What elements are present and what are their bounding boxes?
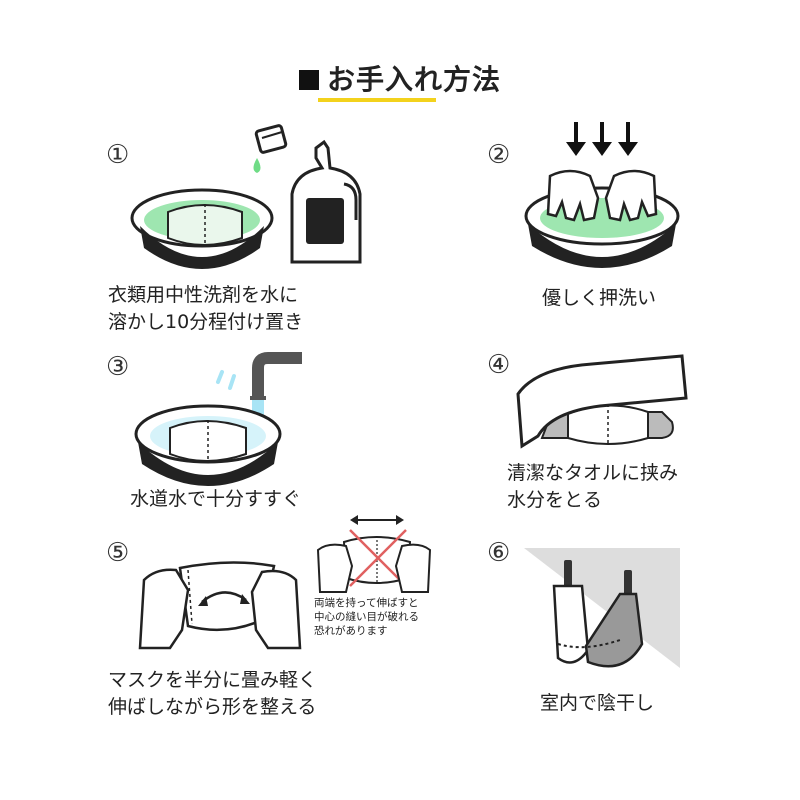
warning-figure	[316, 515, 432, 593]
mask-icon	[552, 584, 644, 668]
mask-icon	[167, 204, 243, 246]
step-4-caption: 清潔なタオルに挟み 水分をとる	[507, 462, 679, 511]
step-4-number: ④	[487, 350, 511, 380]
step-2-number: ②	[487, 140, 511, 170]
step-6-caption: 室内で陰干し	[540, 692, 655, 714]
warning-note: 両端を持って伸ばすと 中心の縫い目が破れる 恐れがあります	[314, 597, 419, 637]
step-1-illustration	[130, 124, 362, 269]
cap-icon	[254, 124, 288, 154]
cross-icon	[349, 529, 407, 587]
mask-icon	[169, 420, 247, 462]
splash-icon	[216, 370, 236, 390]
step-3-number: ③	[106, 352, 130, 382]
step-1-number: ①	[106, 140, 130, 170]
step-2-illustration	[524, 122, 680, 268]
clothespin-icon	[564, 560, 632, 596]
square-bullet-icon	[298, 70, 319, 90]
faucet-icon	[250, 352, 302, 400]
step-5-caption: マスクを半分に畳み軽く 伸ばしながら形を整える	[108, 669, 318, 718]
detergent-bottle-icon	[290, 139, 362, 264]
title-underline	[318, 98, 436, 102]
step-4-illustration	[516, 354, 688, 449]
step-6-number: ⑥	[487, 538, 511, 568]
page-title: お手入れ方法	[0, 58, 800, 98]
step-3-illustration	[134, 352, 302, 486]
hands-icon	[316, 543, 432, 593]
step-5-illustration	[138, 561, 302, 650]
drop-icon	[253, 158, 261, 173]
hands-icon	[546, 169, 658, 222]
down-arrows-icon	[566, 122, 638, 156]
step-3-caption: 水道水で十分すすぐ	[130, 488, 302, 510]
step-1-caption: 衣類用中性洗剤を水に 溶かし10分程付け置き	[108, 284, 304, 333]
double-arrow-icon	[350, 515, 404, 525]
hands-icon	[138, 568, 302, 650]
step-6-illustration	[524, 548, 680, 668]
step-5-number: ⑤	[106, 538, 130, 568]
towel-icon	[516, 354, 688, 449]
step-2-caption: 優しく押洗い	[542, 287, 657, 309]
